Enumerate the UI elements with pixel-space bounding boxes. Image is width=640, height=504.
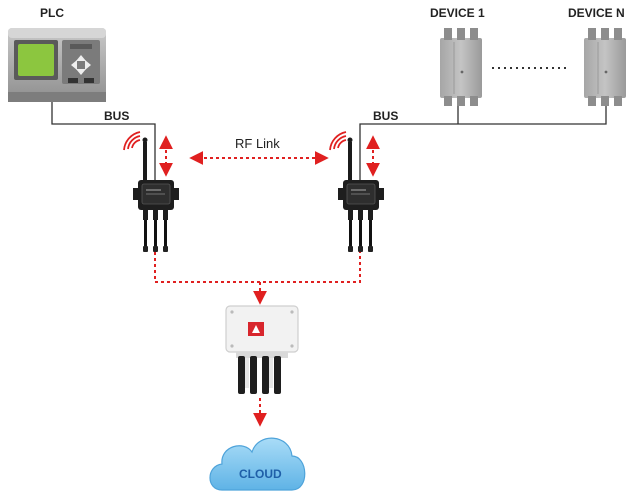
plc-label: PLC — [40, 6, 64, 20]
bus-right-label: BUS — [373, 109, 398, 123]
cloud-icon — [209, 437, 306, 491]
left-wifi-signal-icon — [123, 131, 141, 151]
nodes-to-gateway-line — [154, 252, 361, 283]
bus-right-line — [359, 106, 607, 180]
bus-left-line — [51, 102, 156, 180]
right-wireless-node-icon — [337, 137, 385, 253]
rf-link-label: RF Link — [235, 136, 280, 151]
device-1-label: DEVICE 1 — [430, 6, 485, 20]
left-wireless-node-icon — [132, 137, 180, 253]
device-1-icon — [439, 27, 483, 107]
gateway-icon — [225, 305, 299, 394]
bus-left-label: BUS — [104, 109, 129, 123]
cloud-label: CLOUD — [239, 467, 282, 481]
right-wifi-signal-icon — [329, 131, 347, 151]
device-n-label: DEVICE N — [568, 6, 625, 20]
plc-icon — [8, 28, 106, 102]
device-n-icon — [583, 27, 627, 107]
